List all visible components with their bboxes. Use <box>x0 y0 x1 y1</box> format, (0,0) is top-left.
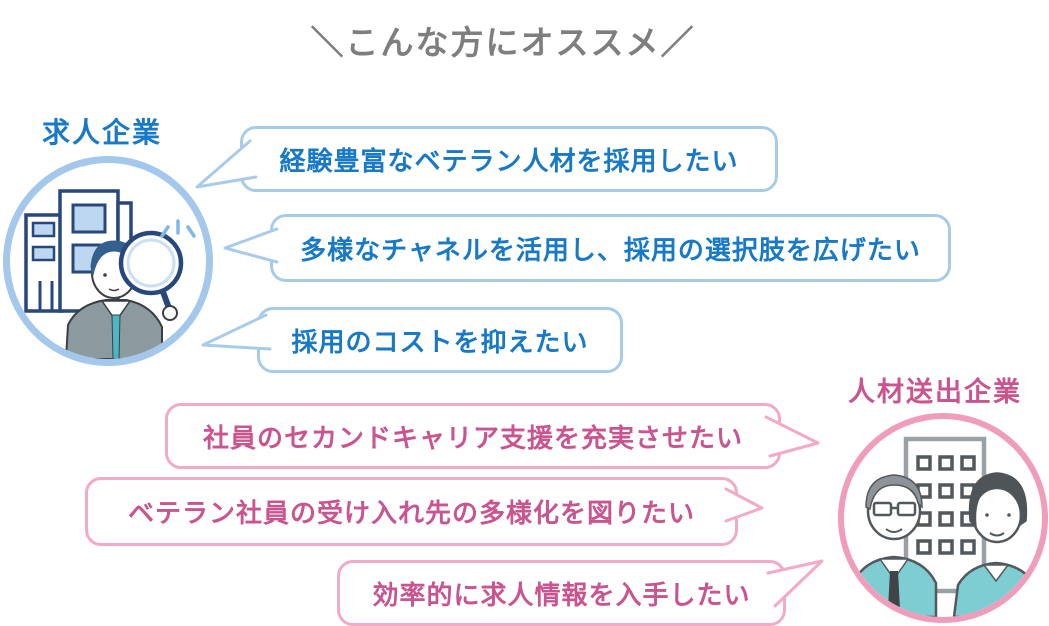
sparkle-icon <box>160 219 196 238</box>
recruiting-company-label: 求人企業 <box>42 117 163 148</box>
page-title: ＼こんな方にオススメ／ <box>310 24 696 61</box>
sending-company-label: 人材送出企業 <box>848 377 1022 407</box>
speech-bubble-reduce-cost: 採用のコストを抑えたい <box>257 307 623 373</box>
speech-bubble-hire-veterans: 経験豊富なベテラン人材を採用したい <box>240 126 778 192</box>
speech-bubble-diversify-destinations: ベテラン社員の受け入れ先の多様化を図りたい <box>85 477 738 546</box>
speech-bubble-get-job-info: 効率的に求人情報を入手したい <box>337 560 786 626</box>
recruiting-company-illustration <box>3 156 213 366</box>
sending-company-illustration <box>838 413 1048 623</box>
speech-bubble-diverse-channels: 多様なチャネルを活用し、採用の選択肢を広げたい <box>270 214 951 282</box>
speech-bubble-second-career: 社員のセカンドキャリア支援を充実させたい <box>165 403 781 469</box>
magnifier-icon <box>118 230 184 321</box>
businessman-with-magnifier-icon <box>24 189 196 359</box>
senior-man-and-woman-icon <box>848 436 1038 617</box>
